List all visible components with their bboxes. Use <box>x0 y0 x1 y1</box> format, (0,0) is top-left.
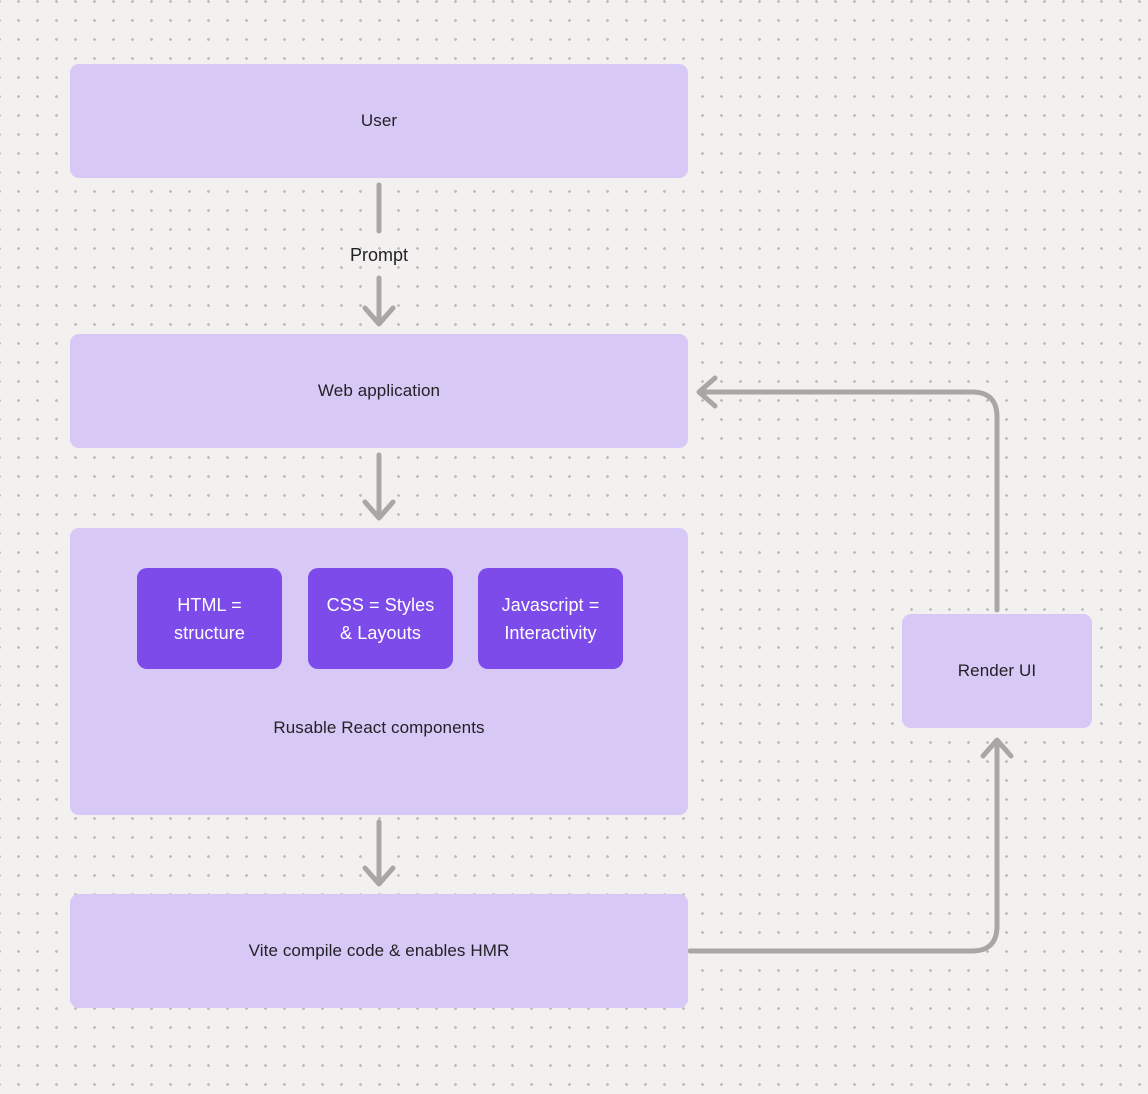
edge-components-to-vite-arrowhead-icon <box>362 865 396 887</box>
node-components-group[interactable]: HTML = structure CSS = Styles & Layouts … <box>70 528 688 815</box>
node-render-ui[interactable]: Render UI <box>902 614 1092 728</box>
edge-render-to-webapp-line <box>698 389 1000 613</box>
edge-render-to-webapp-arrowhead-icon <box>696 375 718 409</box>
node-web-application[interactable]: Web application <box>70 334 688 448</box>
node-vite-label: Vite compile code & enables HMR <box>248 941 510 960</box>
node-html-structure-label: HTML = structure <box>174 594 245 643</box>
node-components-caption: Rusable React components <box>273 718 485 737</box>
edge-label-prompt: Prompt <box>349 245 409 265</box>
edge-vite-to-render-line <box>687 739 1000 954</box>
edge-vite-to-render-arrowhead-icon <box>980 737 1014 759</box>
node-css-styles-label: CSS = Styles & Layouts <box>326 594 435 643</box>
edge-prompt-to-webapp-arrowhead-icon <box>362 305 396 327</box>
edge-webapp-to-components-arrowhead-icon <box>362 499 396 521</box>
node-user-label: User <box>360 111 398 130</box>
node-web-application-label: Web application <box>317 381 441 400</box>
node-html-structure[interactable]: HTML = structure <box>137 568 282 669</box>
node-css-styles[interactable]: CSS = Styles & Layouts <box>308 568 453 669</box>
node-javascript-interactivity[interactable]: Javascript = Interactivity <box>478 568 623 669</box>
node-render-ui-label: Render UI <box>957 661 1037 680</box>
node-vite[interactable]: Vite compile code & enables HMR <box>70 894 688 1008</box>
node-user[interactable]: User <box>70 64 688 178</box>
node-javascript-interactivity-label: Javascript = Interactivity <box>501 594 600 643</box>
